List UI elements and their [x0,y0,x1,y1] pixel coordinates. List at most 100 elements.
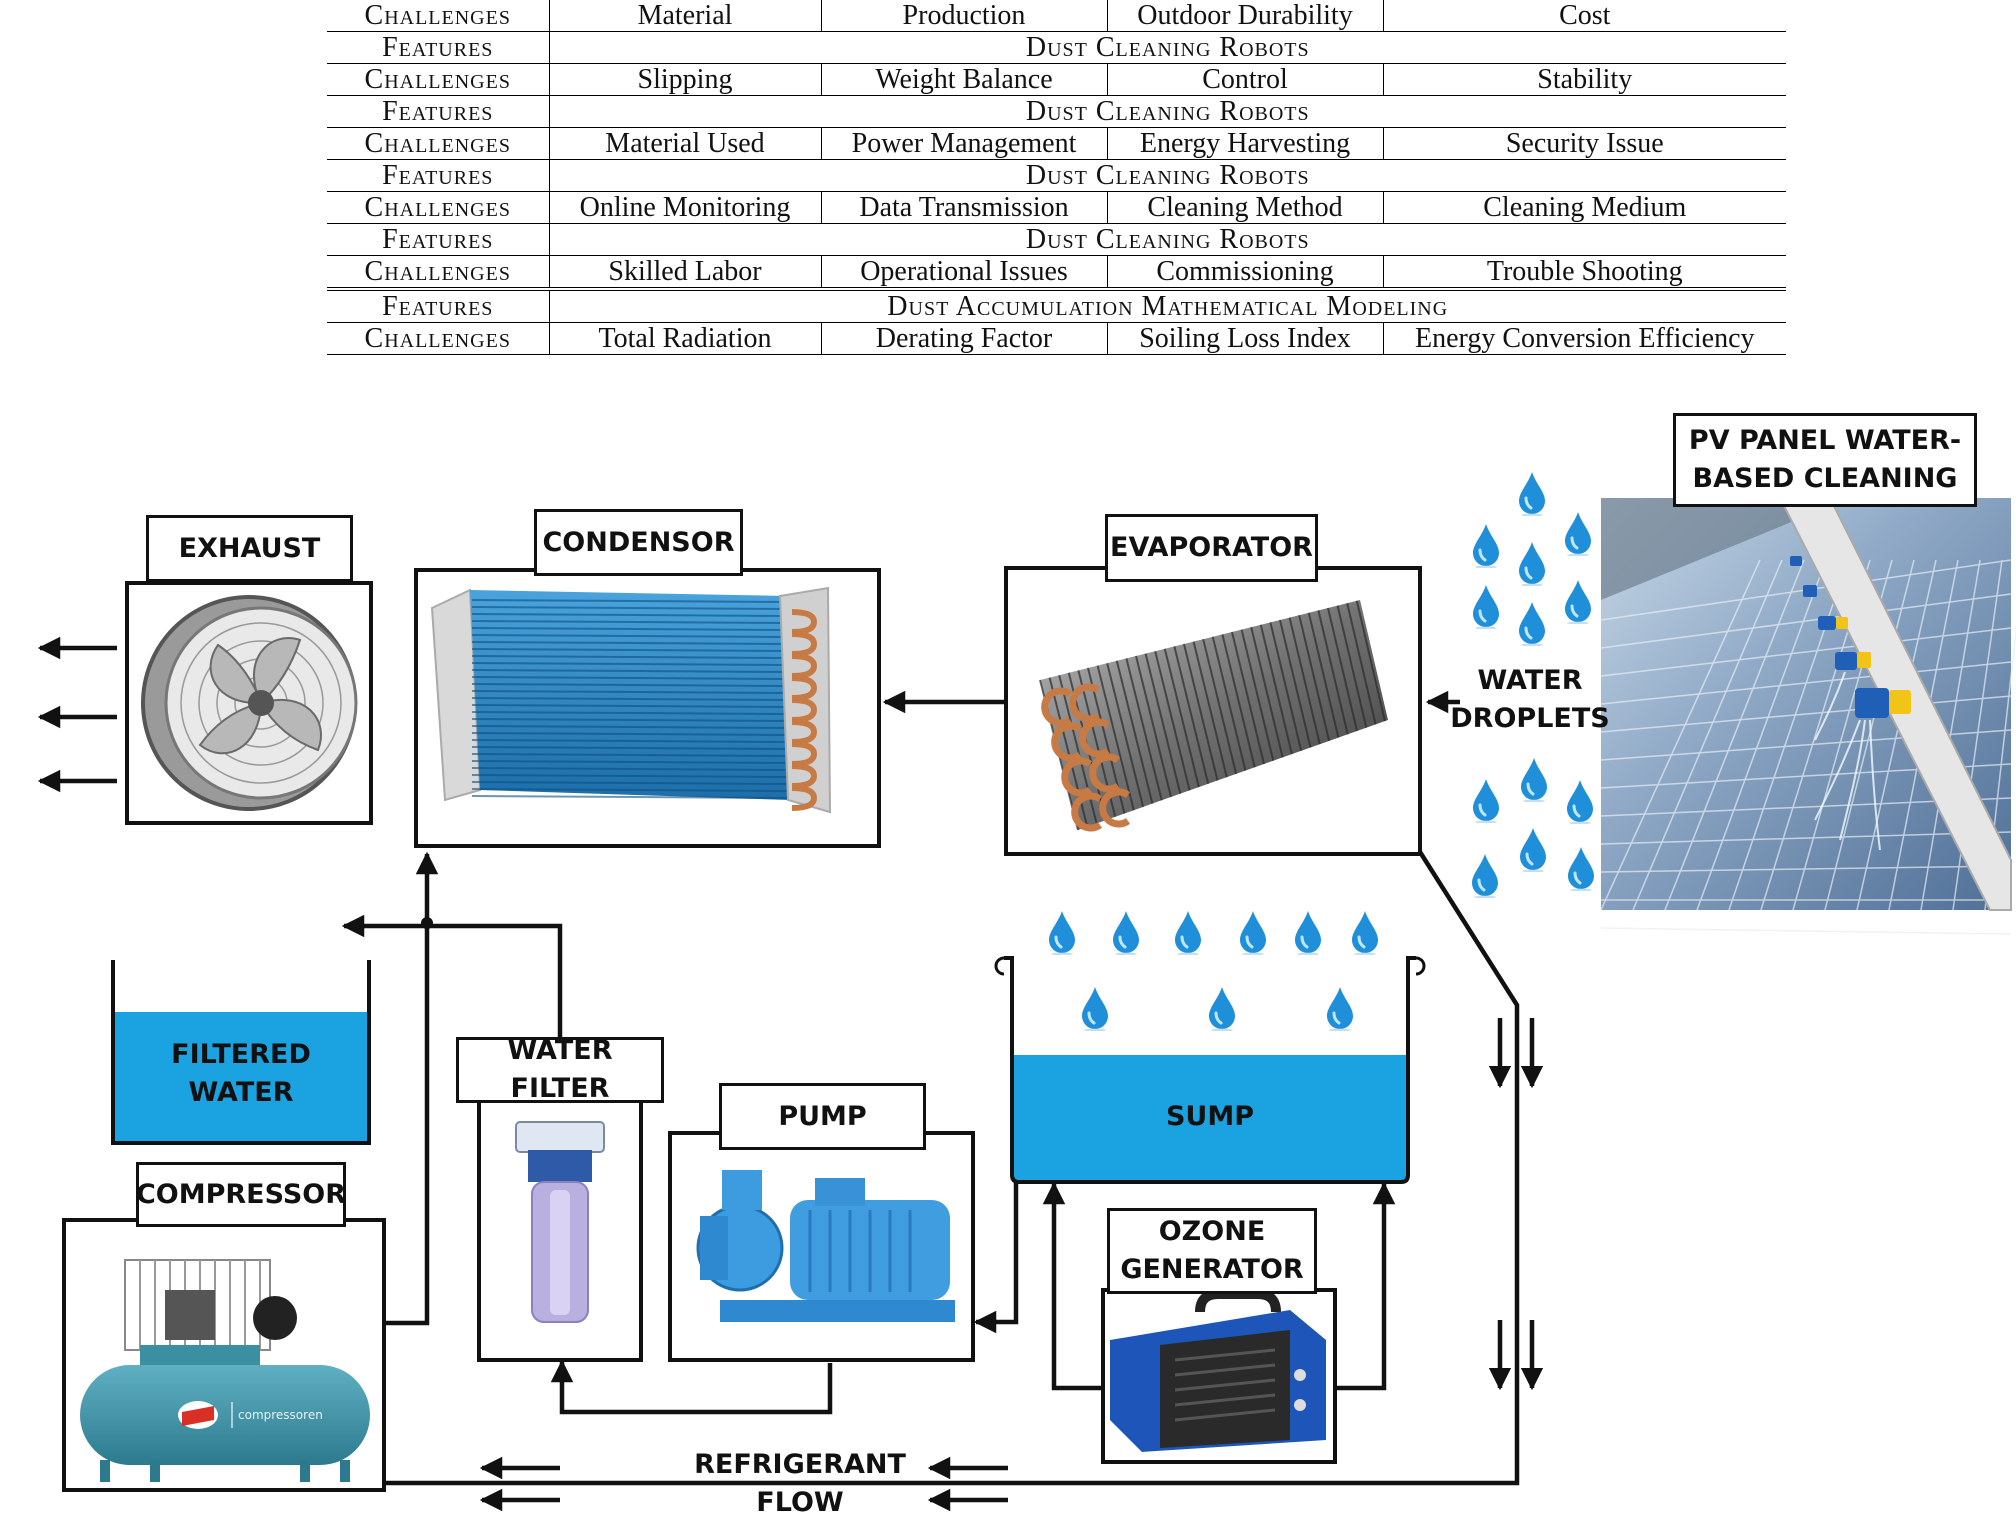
feature-cell: Dust Accumulation Mathematical Modeling [549,289,1786,323]
water-droplet-icon [1566,845,1596,891]
challenge-cell: Cleaning Method [1107,191,1384,224]
water-droplet-icon [1207,985,1237,1031]
row-header: Features [327,31,550,64]
row-header: Challenges [327,127,550,160]
water-droplet-icon [1563,510,1593,556]
condensor-label: CONDENSOR [534,509,743,576]
water-droplet-icon [1471,777,1501,823]
water-droplets-label: WATER DROPLETS [1450,665,1610,734]
feature-cell: Dust Cleaning Robots [549,223,1786,256]
challenge-cell: Production [821,0,1108,32]
pump-to-water-filter-line [550,1359,833,1415]
challenge-cell: Energy Harvesting [1107,127,1384,160]
feature-cell: Dust Cleaning Robots [549,95,1786,128]
ozone-generator-label: OZONE GENERATOR [1107,1208,1317,1294]
exhaust-label: EXHAUST [146,515,353,582]
condensor-coil-icon [430,586,832,814]
challenge-cell: Material [549,0,822,32]
flow-lines [37,636,1544,1512]
compressor-to-condensor-line [384,851,439,1326]
water-droplet-icon [1047,909,1077,955]
water-droplet-icon [1080,985,1110,1031]
row-header: Features [327,289,550,323]
water-droplet-icon [1565,778,1595,824]
water-droplet-icon [1471,522,1501,568]
water-droplet-icon [1517,540,1547,586]
compressor-icon: compressoren [80,1259,370,1482]
evaporator-coil-icon [1039,600,1388,832]
row-header: Challenges [327,0,550,32]
sump-label: SUMP [1165,1101,1255,1132]
challenge-cell: Energy Conversion Efficiency [1383,322,1786,355]
water-droplet-icon [1350,909,1380,955]
challenge-cell: Derating Factor [821,322,1108,355]
challenge-cell: Stability [1383,63,1786,96]
refrigerant-flow-label: REFRIGERANT FLOW [694,1449,906,1518]
water-droplet-icon [1471,583,1501,629]
row-header: Challenges [327,191,550,224]
challenge-cell: Cleaning Medium [1383,191,1786,224]
row-header: Features [327,159,550,192]
water-droplet-icon [1563,578,1593,624]
refrigerant-return-line [384,850,1520,1486]
compressor-brand-text: compressoren [238,1408,323,1422]
ozone-generator-icon [1110,1289,1326,1452]
water-droplet-icon [1517,470,1547,516]
challenge-cell: Slipping [549,63,822,96]
ozone-to-sump-left-line [1042,1181,1104,1391]
challenge-cell: Weight Balance [821,63,1108,96]
water-filter-icon [515,1121,605,1323]
feature-cell: Dust Cleaning Robots [549,31,1786,64]
row-header: Challenges [327,63,550,96]
water-droplet-icon [1111,909,1141,955]
challenge-cell: Total Radiation [549,322,822,355]
challenge-cell: Control [1107,63,1384,96]
water-filter-outlet-line [341,914,563,1038]
water-droplet-icon [1519,756,1549,802]
evaporator-label: EVAPORATOR [1105,514,1318,582]
water-droplet-icon [1238,909,1268,955]
ozone-to-sump-right-line [1334,1181,1396,1391]
water-droplet-icon [1518,826,1548,872]
row-header: Challenges [327,255,550,291]
challenge-cell: Trouble Shooting [1383,255,1786,291]
row-header: Challenges [327,322,550,355]
water-droplet-icon [1173,909,1203,955]
pv-panel-label: PV PANEL WATER-BASED CLEANING [1673,413,1977,507]
pump-icon [696,1170,955,1322]
row-header: Features [327,95,550,128]
challenge-cell: Operational Issues [821,255,1108,291]
challenge-cell: Soiling Loss Index [1107,322,1384,355]
challenge-cell: Skilled Labor [549,255,822,291]
water-droplet-icon [1325,985,1355,1031]
filtered-water-container [111,960,371,1145]
challenge-cell: Cost [1383,0,1786,32]
challenge-cell: Commissioning [1107,255,1384,291]
challenge-cell: Security Issue [1383,127,1786,160]
water-droplet-icon [1470,852,1500,898]
challenge-cell: Data Transmission [821,191,1108,224]
water-droplet-icon [1293,909,1323,955]
pv-panel-image [1600,497,2016,935]
challenge-cell: Material Used [549,127,822,160]
fan-icon [141,595,358,811]
challenge-cell: Power Management [821,127,1108,160]
feature-cell: Dust Cleaning Robots [549,159,1786,192]
row-header: Features [327,223,550,256]
filtered-water-label: FILTERED WATER [171,1039,311,1108]
sump-tank [994,956,1426,1184]
compressor-label: COMPRESSOR [136,1162,346,1227]
water-droplet-icon [1517,600,1547,646]
